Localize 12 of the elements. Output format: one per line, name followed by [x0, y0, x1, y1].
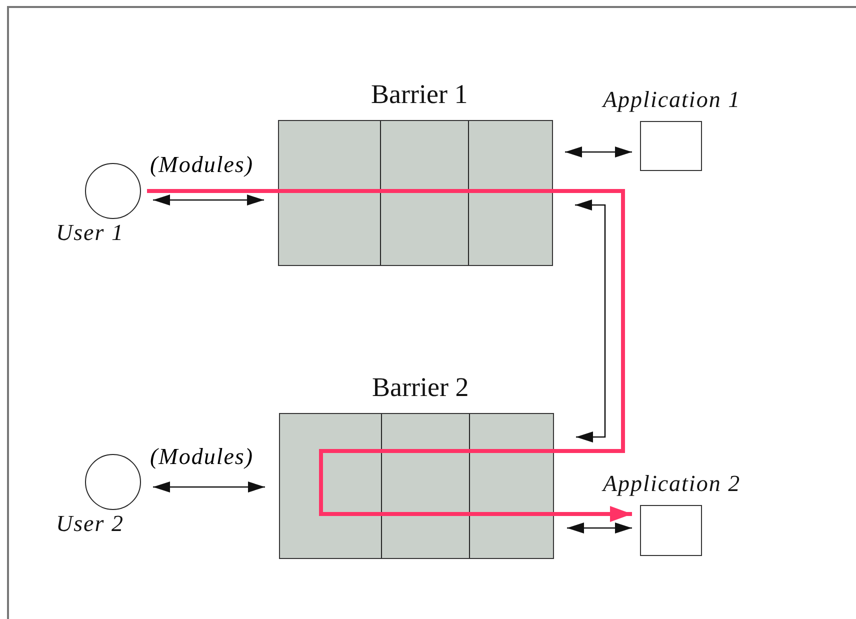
block-title: Barrier 1: [371, 79, 468, 110]
double-arrow: [575, 200, 606, 442]
double-arrow: [153, 482, 265, 492]
application-label: Application 1: [603, 87, 741, 113]
double-arrow: [153, 194, 264, 206]
double-arrow: [565, 146, 632, 158]
double-arrow: [567, 522, 632, 534]
flow-arrow: [554, 506, 632, 522]
user-label: User 1: [56, 220, 124, 246]
application-label: Application 2: [603, 471, 741, 497]
user-label: User 2: [56, 511, 124, 537]
block-title: Barrier 2: [372, 372, 469, 403]
